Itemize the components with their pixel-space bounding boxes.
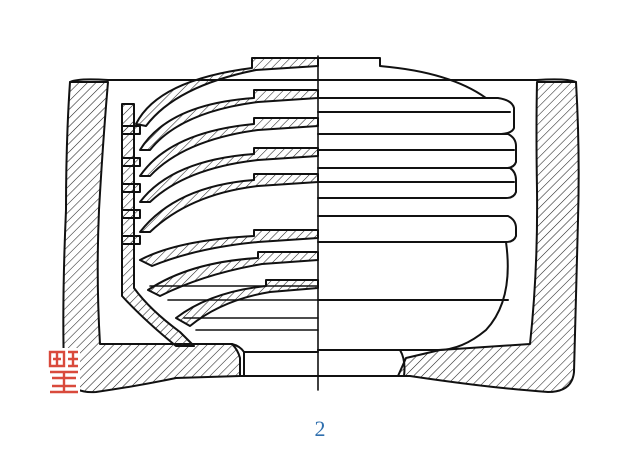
base-plate-lines	[149, 285, 319, 331]
bowl-1-section	[139, 229, 319, 267]
tray-flanges	[121, 125, 141, 245]
tray-bands	[317, 97, 517, 199]
outer-wall-left-section	[62, 81, 241, 394]
tray-1-section	[139, 89, 319, 151]
lid-elevation	[317, 57, 487, 99]
tray-2-section	[139, 117, 319, 177]
bowl-body-elevation	[317, 241, 509, 351]
left-section-trays	[121, 57, 319, 347]
tray-4-section	[139, 173, 319, 233]
foot-ring-section	[231, 343, 319, 377]
seal-stamp	[46, 348, 80, 396]
outer-rim-line	[69, 78, 577, 83]
bowl-band-elevation	[317, 215, 517, 243]
bowl-3-section	[175, 279, 319, 327]
figure-label: 2	[314, 416, 326, 441]
tray-3-section	[139, 147, 319, 203]
outer-wall-right-section	[397, 81, 580, 393]
bowl-2-section	[147, 251, 319, 297]
right-elevation	[231, 57, 517, 377]
foot-ring-elevation	[317, 349, 406, 377]
lid-section	[135, 57, 319, 127]
